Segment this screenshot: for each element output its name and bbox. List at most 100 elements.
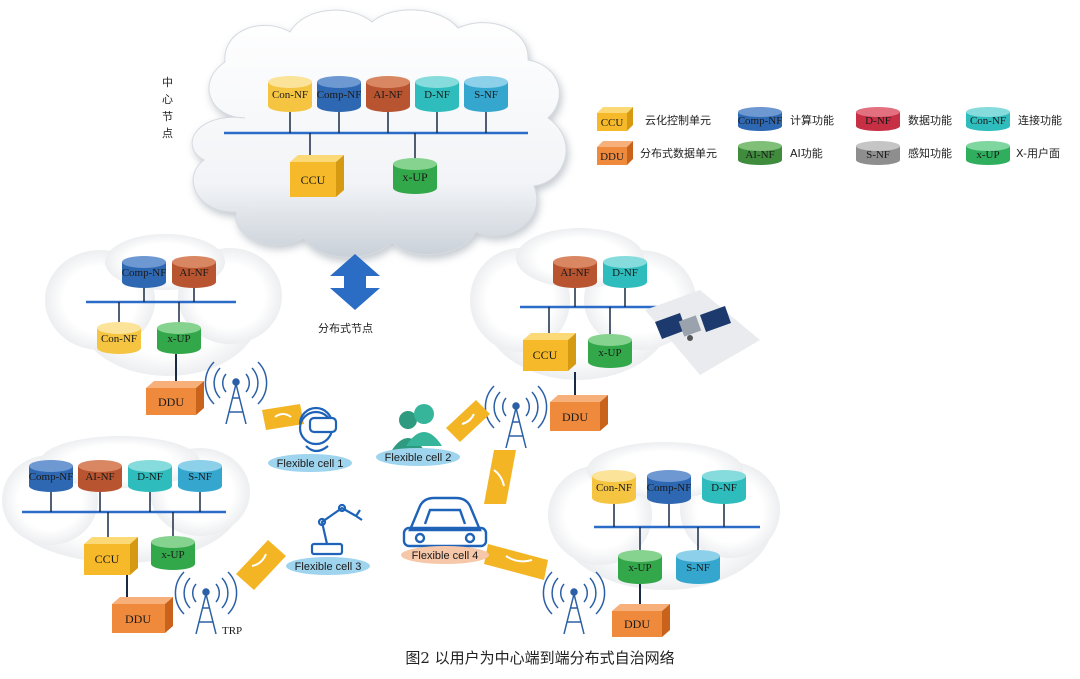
legend-item-con-nf: Con-NF 连接功能 [966, 107, 1062, 131]
cyl-con-nf: Con-NF [97, 322, 141, 354]
cloud-node4 [548, 442, 780, 590]
antenna-icon-2 [484, 385, 548, 449]
cyl-s-nf: S-NF [178, 460, 222, 492]
cyl-x-up: x-UP [151, 536, 195, 570]
trp-label: TRP [222, 625, 242, 637]
svg-text:Con-NF: Con-NF [101, 333, 137, 345]
svg-text:DDU: DDU [125, 612, 151, 626]
svg-text:S-NF: S-NF [686, 562, 710, 574]
svg-text:Comp-NF: Comp-NF [29, 471, 74, 483]
flexible-cell-2: Flexible cell 2 [376, 448, 460, 466]
satellite-icon [645, 290, 760, 375]
cyl-comp-nf: Comp-NF [647, 470, 692, 504]
legend: CCU 云化控制单元 Comp-NF 计算功能 D-NF 数据功能 Con-NF… [597, 107, 1062, 165]
antenna-icon-3 [174, 571, 238, 635]
cyl-con-nf: Con-NF [268, 76, 312, 112]
svg-text:DDU: DDU [158, 395, 184, 409]
box-ddu: DDU [612, 604, 670, 637]
svg-text:AI-NF: AI-NF [745, 149, 774, 161]
antenna-icon-1 [204, 361, 268, 425]
distributed-node-4: Con-NF Comp-NF D-NF x-UP S-NF DDU [592, 470, 760, 637]
box-ccu: CCU [523, 333, 576, 371]
vr-user-icon [298, 406, 338, 453]
svg-text:云化控制单元: 云化控制单元 [645, 113, 711, 127]
svg-text:心: 心 [162, 93, 173, 106]
flexible-cell-1: Flexible cell 1 [268, 454, 352, 472]
svg-text:x-UP: x-UP [167, 333, 190, 345]
svg-text:D-NF: D-NF [137, 471, 163, 483]
svg-text:S-NF: S-NF [866, 149, 890, 161]
cyl-x-up: x-UP [588, 334, 632, 368]
svg-text:D-NF: D-NF [424, 89, 450, 101]
svg-text:中: 中 [162, 76, 173, 89]
robot-arm-icon [310, 503, 363, 556]
distributed-node-3: Comp-NF AI-NF D-NF S-NF CCU x-UP D [22, 460, 226, 633]
svg-text:AI功能: AI功能 [790, 146, 823, 160]
box-ccu: CCU [84, 537, 138, 575]
svg-text:x-UP: x-UP [598, 347, 621, 359]
cyl-ai-nf: AI-NF [553, 256, 597, 288]
cyl-s-nf: S-NF [676, 550, 720, 584]
cyl-comp-nf: Comp-NF [317, 76, 362, 112]
box-ddu: DDU [112, 597, 173, 633]
svg-text:Comp-NF: Comp-NF [647, 482, 692, 494]
wireless-link-3 [484, 450, 516, 504]
svg-text:CCU: CCU [601, 117, 624, 129]
svg-text:CCU: CCU [95, 552, 120, 566]
svg-text:x-UP: x-UP [402, 170, 428, 184]
svg-text:x-UP: x-UP [976, 149, 999, 161]
svg-text:D-NF: D-NF [865, 115, 891, 127]
svg-text:Con-NF: Con-NF [970, 115, 1006, 127]
box-ddu: DDU [550, 395, 608, 431]
svg-text:S-NF: S-NF [188, 471, 212, 483]
svg-text:D-NF: D-NF [612, 267, 638, 279]
cyl-ai-nf: AI-NF [78, 460, 122, 492]
distributed-node-label: 分布式节点 [318, 322, 373, 335]
svg-text:CCU: CCU [533, 348, 558, 362]
svg-text:Comp-NF: Comp-NF [738, 115, 783, 127]
cyl-comp-nf: Comp-NF [29, 460, 74, 492]
legend-item-s-nf: S-NF 感知功能 [856, 141, 952, 165]
svg-text:Flexible cell 3: Flexible cell 3 [295, 561, 362, 573]
distributed-node-1: Comp-NF AI-NF Con-NF x-UP DDU [86, 256, 236, 415]
wireless-link-4 [236, 540, 286, 590]
svg-text:计算功能: 计算功能 [790, 113, 834, 127]
svg-text:Comp-NF: Comp-NF [317, 89, 362, 101]
wireless-link-2 [446, 400, 490, 442]
distributed-node-2: AI-NF D-NF CCU x-UP DDU [520, 256, 665, 431]
svg-text:数据功能: 数据功能 [908, 113, 952, 127]
legend-item-d-nf: D-NF 数据功能 [856, 107, 952, 131]
cyl-x-up: x-UP [618, 550, 662, 584]
central-node-label: 中 心 节 点 [162, 76, 173, 140]
central-nf-group: Con-NF Comp-NF AI-NF D-NF S-NF CCU x-UP [224, 76, 528, 197]
legend-item-ddu: DDU 分布式数据单元 [597, 141, 717, 165]
svg-text:DDU: DDU [562, 410, 588, 424]
cyl-ai-nf: AI-NF [366, 76, 410, 112]
svg-text:X-用户面: X-用户面 [1016, 146, 1060, 160]
cyl-d-nf: D-NF [128, 460, 172, 492]
flexible-cell-4: Flexible cell 4 [401, 546, 489, 564]
cyl-comp-nf: Comp-NF [122, 256, 166, 288]
figure-caption: 图2 以用户为中心端到端分布式自治网络 [405, 649, 674, 667]
svg-text:S-NF: S-NF [474, 89, 498, 101]
legend-item-ccu: CCU 云化控制单元 [597, 107, 711, 131]
svg-text:CCU: CCU [301, 173, 326, 187]
wireless-link-5 [484, 544, 548, 580]
svg-text:Con-NF: Con-NF [596, 482, 632, 494]
double-arrow-icon [330, 254, 380, 310]
svg-text:Flexible cell 2: Flexible cell 2 [385, 452, 452, 464]
box-ccu: CCU [290, 155, 344, 197]
cyl-d-nf: D-NF [702, 470, 746, 504]
svg-text:节: 节 [162, 110, 173, 123]
svg-text:DDU: DDU [600, 151, 624, 163]
svg-text:分布式数据单元: 分布式数据单元 [640, 146, 717, 160]
svg-text:x-UP: x-UP [161, 549, 184, 561]
cyl-s-nf: S-NF [464, 76, 508, 112]
svg-text:感知功能: 感知功能 [908, 146, 952, 160]
car-icon [402, 496, 488, 548]
svg-text:Flexible cell 1: Flexible cell 1 [277, 458, 344, 470]
svg-text:Flexible cell 4: Flexible cell 4 [412, 550, 479, 562]
legend-item-ai-nf: AI-NF AI功能 [738, 141, 823, 165]
svg-text:点: 点 [162, 127, 173, 140]
